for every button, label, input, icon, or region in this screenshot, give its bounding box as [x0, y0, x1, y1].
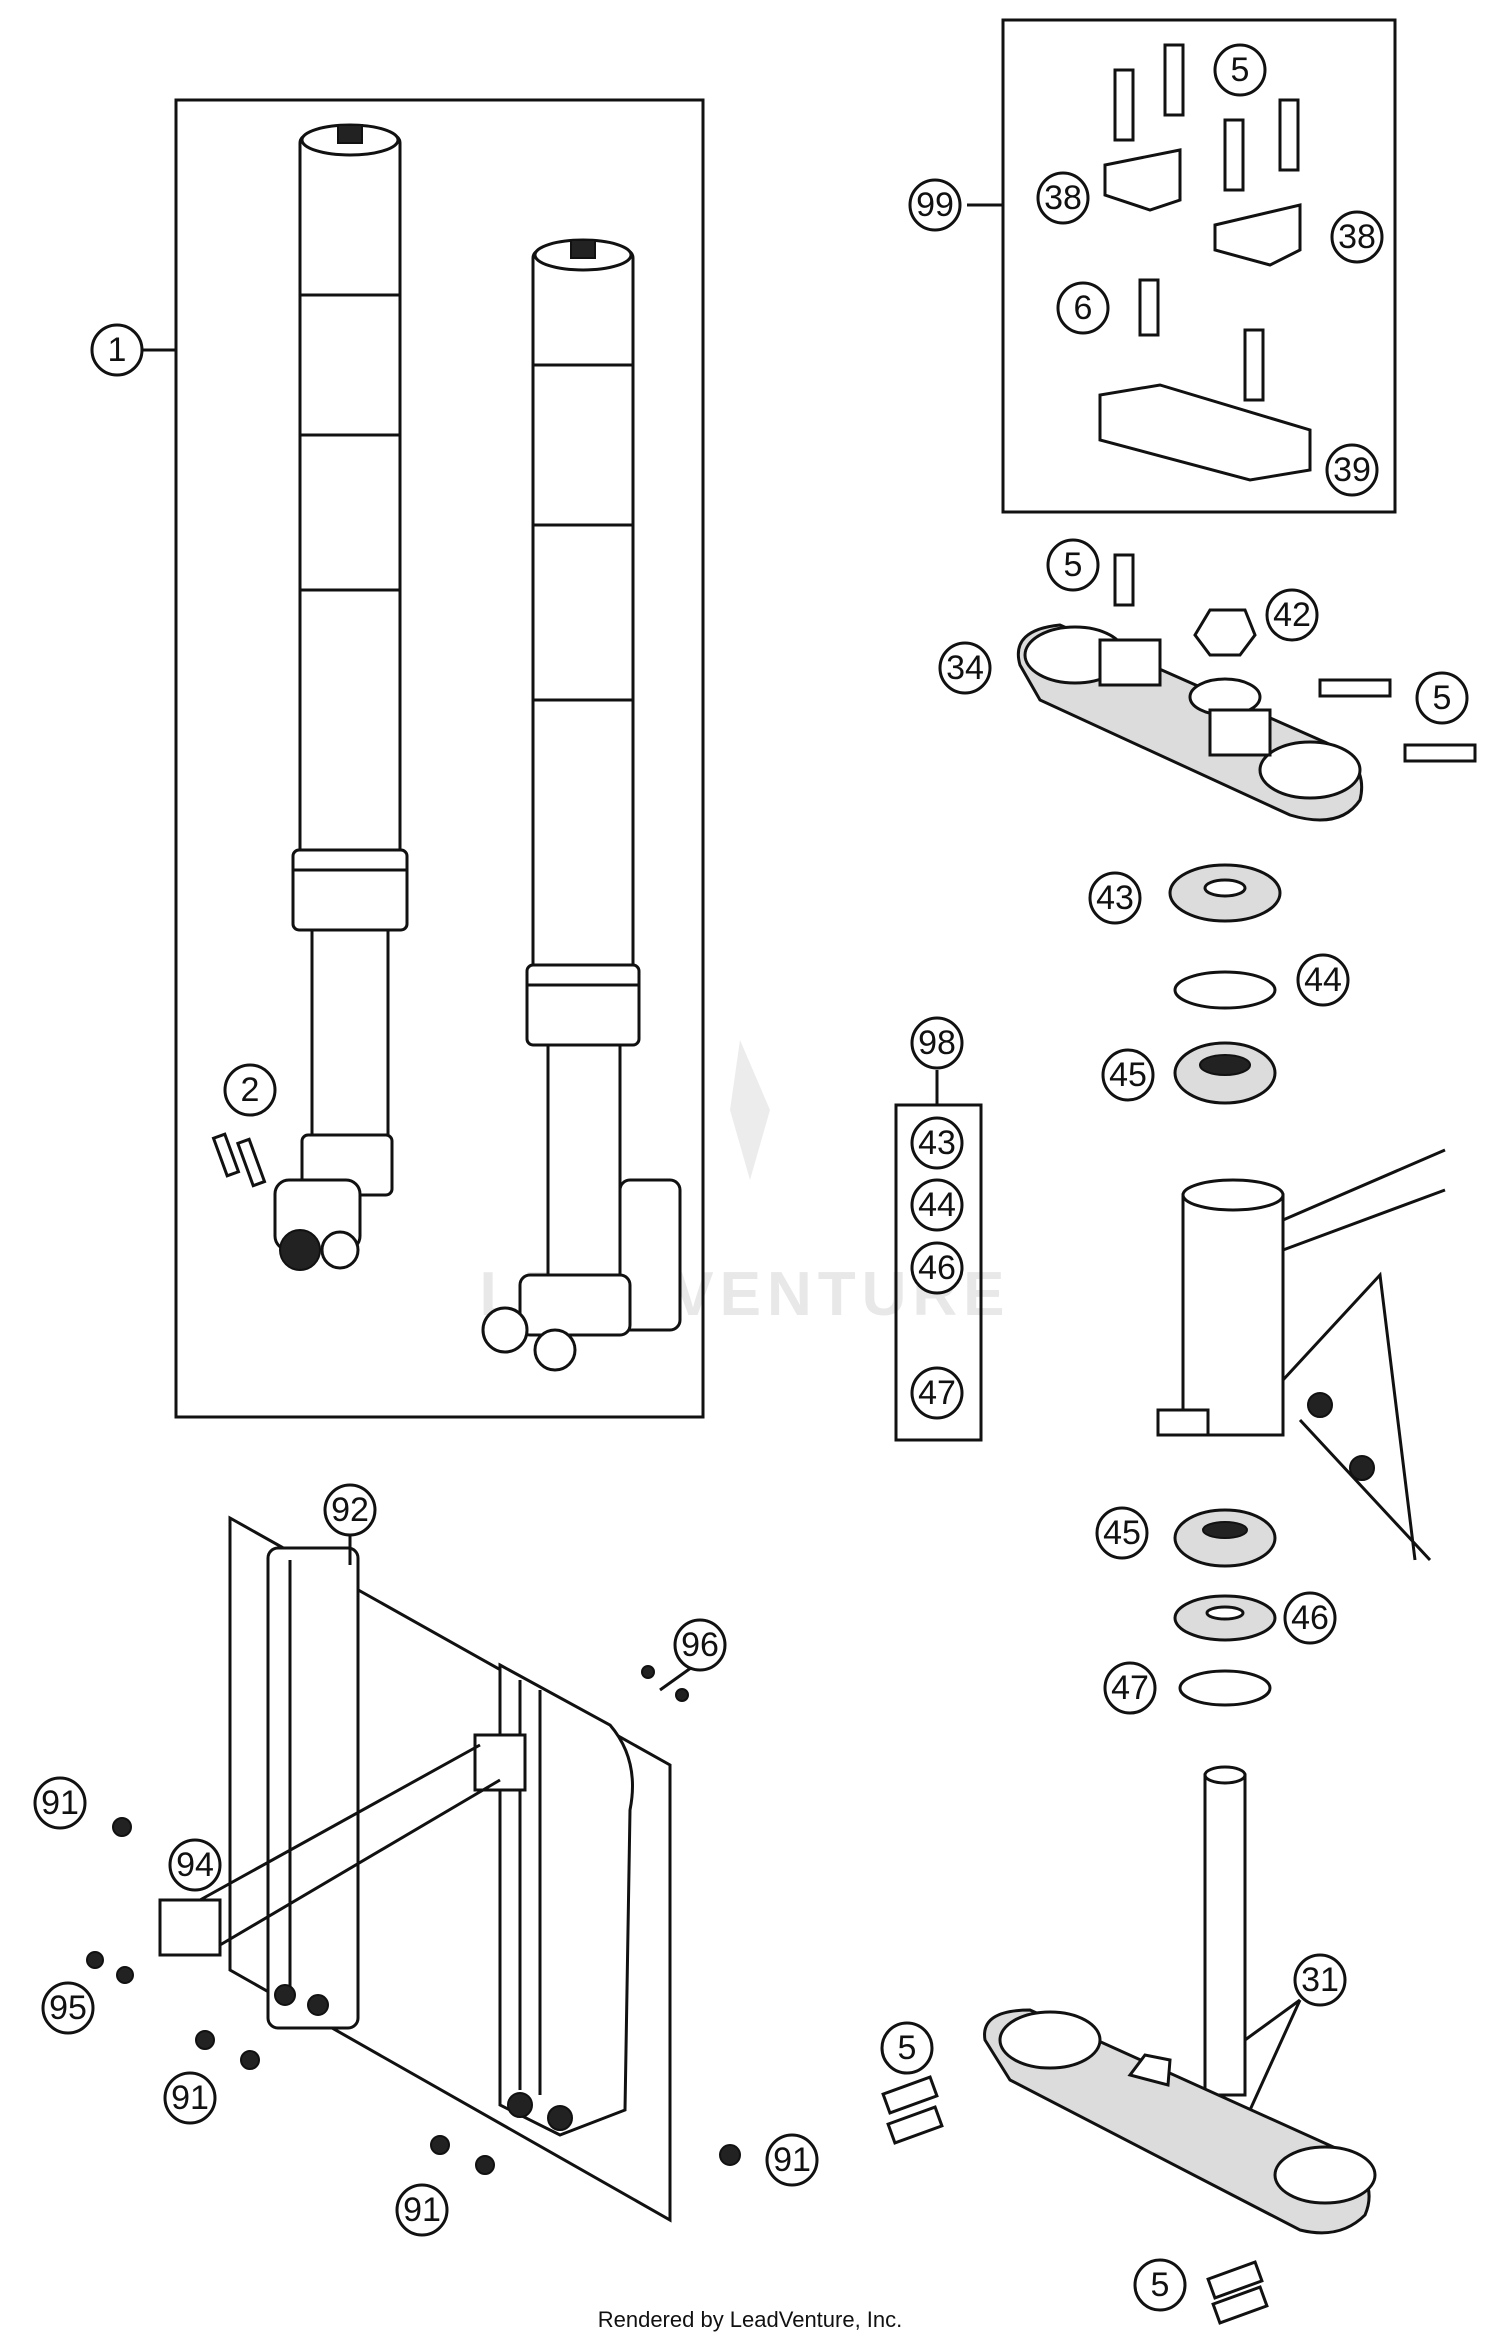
callout-98[interactable]: 98	[910, 1016, 964, 1070]
svg-text:44: 44	[918, 1186, 956, 1224]
callout-1[interactable]: 1	[90, 323, 144, 377]
callout-6[interactable]: 6	[1056, 281, 1110, 335]
callout-46[interactable]: 46	[1283, 1591, 1337, 1645]
svg-text:38: 38	[1044, 179, 1082, 217]
lower-triple-clamp[interactable]	[881, 1765, 1377, 2325]
callout-42[interactable]: 42	[1265, 588, 1319, 642]
svg-text:5: 5	[1151, 2266, 1170, 2304]
upper-triple-clamp[interactable]	[1017, 553, 1477, 822]
callout-31[interactable]: 31	[1293, 1953, 1347, 2007]
fork-protector-set[interactable]	[86, 1515, 741, 2223]
svg-text:46: 46	[918, 1249, 956, 1287]
left-fork-leg[interactable]	[273, 123, 409, 1271]
svg-text:5: 5	[1231, 51, 1250, 89]
svg-text:45: 45	[1103, 1514, 1141, 1552]
callout-5d[interactable]: 5	[880, 2021, 934, 2075]
callout-91b[interactable]: 91	[163, 2071, 217, 2125]
axle-clamp-bolts[interactable]	[211, 1132, 267, 1188]
callout-92[interactable]: 92	[323, 1483, 377, 1537]
callout-5b[interactable]: 5	[1046, 538, 1100, 592]
callout-94[interactable]: 94	[168, 1838, 222, 1892]
callout-44[interactable]: 44	[1296, 953, 1350, 1007]
callout-99[interactable]: 99	[908, 178, 962, 232]
callout-44-kit[interactable]: 44	[910, 1178, 964, 1232]
svg-text:38: 38	[1338, 218, 1376, 256]
svg-text:39: 39	[1333, 451, 1371, 489]
svg-text:31: 31	[1301, 1961, 1339, 1999]
handlebar-clamp-kit[interactable]	[1001, 18, 1397, 514]
svg-text:6: 6	[1074, 289, 1093, 327]
callout-46-kit[interactable]: 46	[910, 1241, 964, 1295]
svg-text:47: 47	[918, 1374, 956, 1412]
callout-38a[interactable]: 38	[1036, 171, 1090, 225]
callout-91d[interactable]: 91	[765, 2133, 819, 2187]
callout-43[interactable]: 43	[1088, 871, 1142, 925]
callout-34[interactable]: 34	[938, 641, 992, 695]
leader-lines	[142, 203, 1302, 2111]
svg-text:91: 91	[773, 2141, 811, 2179]
callout-45[interactable]: 45	[1101, 1048, 1155, 1102]
callout-43-kit[interactable]: 43	[910, 1116, 964, 1170]
callout-38b[interactable]: 38	[1330, 210, 1384, 264]
right-fork-leg[interactable]	[481, 238, 682, 1372]
callout-5c[interactable]: 5	[1415, 671, 1469, 725]
callout-91c[interactable]: 91	[395, 2183, 449, 2237]
svg-text:44: 44	[1304, 961, 1342, 999]
svg-text:94: 94	[176, 1846, 214, 1884]
callout-47-kit[interactable]: 47	[910, 1366, 964, 1420]
svg-text:2: 2	[241, 1071, 260, 1109]
lower-bearing-stack[interactable]	[1173, 1508, 1277, 1707]
fork-assembly[interactable]	[174, 98, 705, 1419]
svg-text:5: 5	[898, 2029, 917, 2067]
svg-text:91: 91	[41, 1784, 79, 1822]
callout-91a[interactable]: 91	[33, 1776, 87, 1830]
callout-45b[interactable]: 45	[1095, 1506, 1149, 1560]
svg-text:46: 46	[1291, 1599, 1329, 1637]
callout-labels: 1 2 5 5 5 5 5 6 31 34 38 38 39 42 43 43 …	[33, 43, 1469, 2312]
svg-text:34: 34	[946, 649, 984, 687]
steering-bearing-stack[interactable]	[1168, 863, 1282, 1105]
svg-text:43: 43	[918, 1124, 956, 1162]
svg-text:98: 98	[918, 1024, 956, 1062]
svg-text:42: 42	[1273, 596, 1311, 634]
frame-head-tube[interactable]	[1156, 1148, 1446, 1562]
callout-5a[interactable]: 5	[1213, 43, 1267, 97]
svg-text:5: 5	[1064, 546, 1083, 584]
svg-text:47: 47	[1111, 1669, 1149, 1707]
callout-2[interactable]: 2	[223, 1063, 277, 1117]
footer-credit: Rendered by LeadVenture, Inc.	[598, 2307, 903, 2332]
callout-5e[interactable]: 5	[1133, 2258, 1187, 2312]
callout-47[interactable]: 47	[1103, 1661, 1157, 1715]
svg-text:43: 43	[1096, 879, 1134, 917]
svg-text:96: 96	[681, 1626, 719, 1664]
svg-text:91: 91	[403, 2191, 441, 2229]
svg-text:92: 92	[331, 1491, 369, 1529]
svg-text:1: 1	[108, 331, 127, 369]
svg-text:91: 91	[171, 2079, 209, 2117]
svg-text:99: 99	[916, 186, 954, 224]
callout-95[interactable]: 95	[41, 1981, 95, 2035]
callout-96[interactable]: 96	[673, 1618, 727, 1672]
svg-text:5: 5	[1433, 679, 1452, 717]
svg-text:45: 45	[1109, 1056, 1147, 1094]
callout-39[interactable]: 39	[1325, 443, 1379, 497]
svg-text:95: 95	[49, 1989, 87, 2027]
